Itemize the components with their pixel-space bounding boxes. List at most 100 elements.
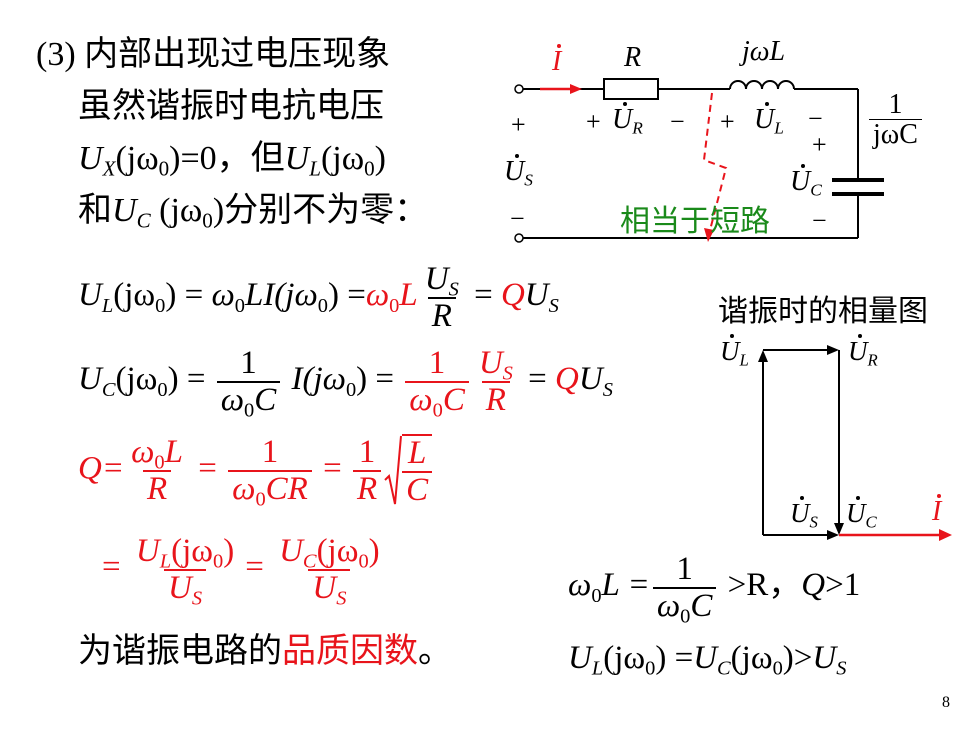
sym: U bbox=[790, 163, 811, 197]
sub: 0 bbox=[255, 488, 266, 511]
sub: S bbox=[836, 657, 847, 680]
text: >1 bbox=[825, 567, 861, 604]
heading-overvoltage: 内部出现过电压现象 bbox=[84, 36, 391, 73]
num: 1 bbox=[676, 551, 693, 587]
sub: L bbox=[159, 550, 172, 573]
resistor-r bbox=[603, 78, 659, 100]
sym: U bbox=[135, 533, 160, 569]
text: >R， bbox=[719, 567, 802, 604]
num: 1 bbox=[428, 345, 446, 381]
sym: ω bbox=[211, 277, 235, 314]
sub: 0 bbox=[155, 294, 166, 317]
sym: U bbox=[568, 640, 592, 676]
sym: C bbox=[690, 587, 713, 624]
sub: S bbox=[448, 278, 459, 301]
num: 1 bbox=[888, 89, 903, 120]
sign-plus-ur: + bbox=[586, 107, 601, 136]
phasor-i-arrow-head bbox=[939, 529, 952, 541]
sym: C bbox=[402, 471, 433, 508]
terminal-bottom bbox=[514, 233, 524, 243]
phasor-label-ul: UL bbox=[720, 333, 749, 368]
sym: U bbox=[848, 333, 868, 366]
sqrt-sign-icon bbox=[384, 435, 403, 505]
sub: 0 bbox=[317, 294, 328, 317]
sub: 0 bbox=[157, 378, 168, 401]
label-ul: UL bbox=[754, 101, 784, 137]
sign-minus-ul: − bbox=[808, 104, 823, 133]
sub: L bbox=[591, 657, 604, 680]
sym: LI(jω bbox=[244, 277, 318, 314]
sym: ω bbox=[131, 434, 155, 471]
arg: (jω bbox=[316, 533, 359, 569]
sub: L bbox=[101, 294, 114, 317]
sign-plus-us: + bbox=[511, 110, 526, 139]
sub: 0 bbox=[645, 657, 656, 680]
current-arrow-head bbox=[570, 84, 582, 94]
text-reactive-voltage: 虽然谐振时电抗电压 bbox=[78, 88, 384, 125]
sym: Q bbox=[801, 567, 826, 604]
sub: C bbox=[865, 512, 877, 532]
sym-u: U bbox=[78, 277, 102, 314]
num: 1 bbox=[358, 434, 376, 471]
sym: U bbox=[720, 333, 740, 366]
sub-x: X bbox=[102, 156, 116, 181]
sub: S bbox=[524, 170, 533, 190]
op: = bbox=[190, 450, 226, 487]
item-number: (3) bbox=[36, 36, 85, 73]
page-number: 8 bbox=[942, 694, 950, 711]
sign-minus-uc: − bbox=[812, 206, 827, 235]
sub: C bbox=[101, 378, 116, 401]
sub: 0 bbox=[591, 584, 602, 607]
op: )> bbox=[782, 640, 813, 676]
sym: R bbox=[427, 296, 456, 334]
label-short-circuit: 相当于短路 bbox=[620, 205, 770, 238]
text: 为谐振电路的 bbox=[78, 633, 282, 670]
sub: S bbox=[548, 294, 559, 317]
sym: U bbox=[846, 495, 866, 528]
sub: C bbox=[302, 550, 317, 573]
arg: (jω bbox=[320, 140, 365, 177]
sub: S bbox=[602, 378, 613, 401]
phasor-label-us: US bbox=[790, 495, 818, 530]
sym: I bbox=[552, 43, 562, 77]
sym: U bbox=[578, 361, 603, 398]
sub: C bbox=[810, 180, 822, 200]
line-1: (3) 内部出现过电压现象 bbox=[36, 35, 390, 75]
label-uc: UC bbox=[790, 163, 822, 200]
phasor-label-ur: UR bbox=[848, 333, 878, 368]
sym: U bbox=[504, 153, 525, 187]
sign-minus-us: − bbox=[510, 204, 525, 233]
sym: L bbox=[407, 435, 427, 472]
sub: 0 bbox=[772, 657, 783, 680]
sym: CR bbox=[265, 471, 308, 507]
paren: ) bbox=[374, 140, 386, 177]
sub: 0 bbox=[345, 378, 357, 401]
sub-c: C bbox=[136, 208, 151, 233]
arg: (jω bbox=[171, 533, 213, 569]
op: = bbox=[245, 549, 273, 586]
sub: S bbox=[502, 362, 513, 385]
sub-l: L bbox=[309, 156, 321, 181]
sub: 0 bbox=[244, 399, 255, 422]
sym-u: U bbox=[78, 140, 103, 177]
line-3: UX(jω0)=0，但UL(jω0) bbox=[78, 139, 386, 179]
sym: U bbox=[168, 569, 192, 606]
sub: 0 bbox=[212, 550, 224, 573]
sym: U bbox=[424, 261, 449, 297]
short-circuit-arrow-head bbox=[704, 228, 714, 242]
sub-0: 0 bbox=[202, 208, 213, 233]
text-and: 和 bbox=[78, 192, 112, 229]
sym: ω bbox=[568, 567, 592, 604]
